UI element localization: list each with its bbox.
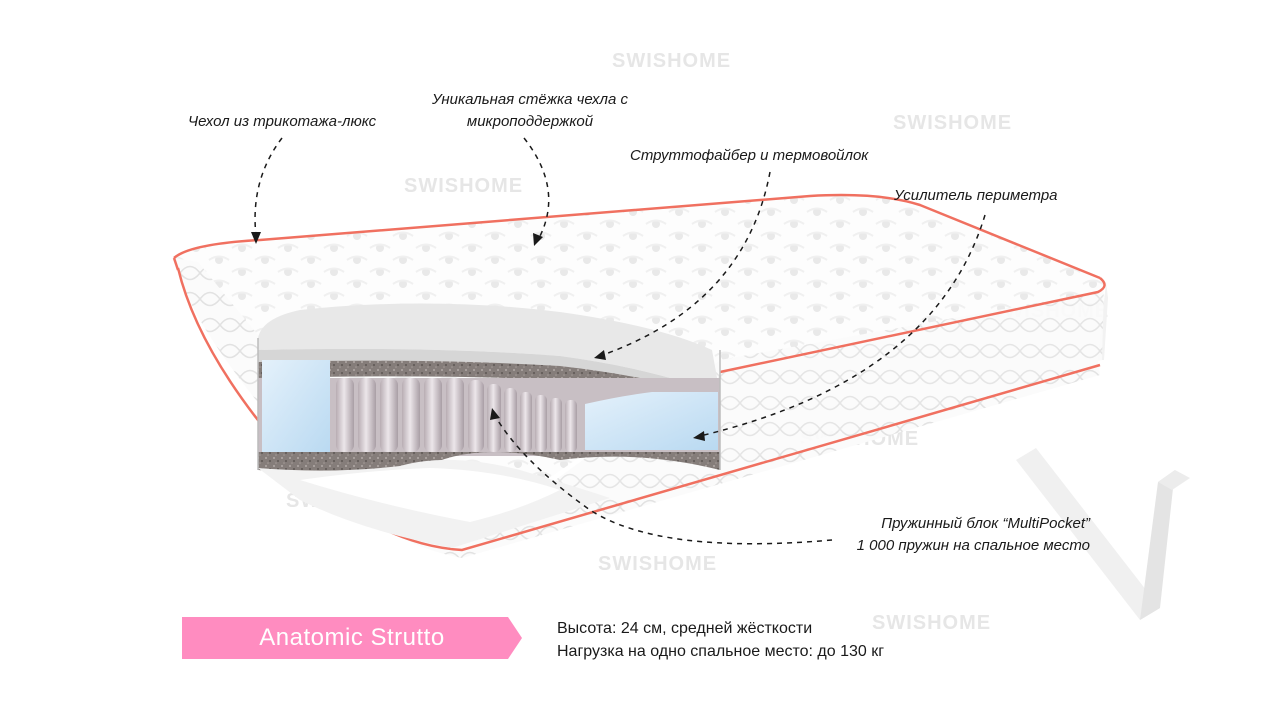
callout-stitch-line1: Уникальная стёжка чехла с	[431, 91, 629, 108]
callout-perimeter: Усилитель периметра	[894, 187, 1058, 204]
callout-springs: Пружинный блок “MultiPocket” 1 000 пружи…	[800, 513, 1090, 557]
callout-springs-line2: 1 000 пружин на спальное место	[856, 537, 1090, 554]
watermark: SWISHOME	[404, 175, 524, 197]
callout-springs-line1: Пружинный блок “MultiPocket”	[881, 515, 1090, 532]
watermark: SWISHOME	[598, 553, 718, 575]
callout-arrows	[254, 137, 986, 545]
watermark: SWISHOME	[893, 112, 1013, 134]
product-name: Anatomic Strutto	[259, 624, 445, 651]
watermark: SWISHOME	[612, 50, 732, 72]
product-specs: Высота: 24 см, средней жёсткости Нагрузк…	[557, 617, 884, 663]
banner-shape	[182, 617, 522, 659]
spec-load: Нагрузка на одно спальное место: до 130 …	[557, 643, 885, 660]
callout-struttofiber: Струттофайбер и термовойлок	[630, 147, 869, 164]
product-banner: Anatomic Strutto	[182, 617, 522, 659]
callout-stitch: Уникальная стёжка чехла с микроподдержко…	[400, 89, 660, 133]
spec-height: Высота: 24 см, средней жёсткости	[557, 620, 813, 637]
watermark: SWISHOME	[872, 612, 992, 634]
arrow-heads	[251, 232, 705, 441]
callout-cover: Чехол из трикотажа-люкс	[188, 113, 377, 130]
callout-stitch-line2: микроподдержкой	[466, 113, 594, 130]
